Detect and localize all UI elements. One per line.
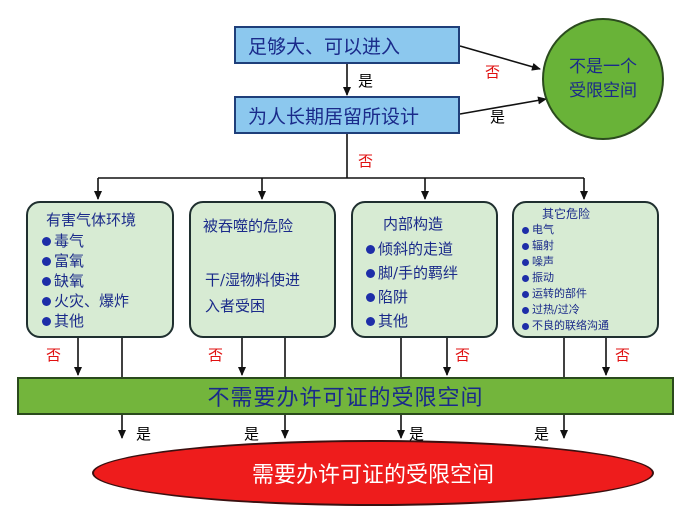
bullet-icon	[42, 256, 51, 266]
category-title: 内部构造	[383, 215, 444, 233]
list-item: 振动	[522, 270, 609, 286]
category-internal-configuration: 内部构造 倾斜的走道 脚/手的羁绊 陷阱 其他	[351, 201, 498, 338]
bullet-icon	[522, 242, 529, 250]
question-box-large-enough: 足够大、可以进入	[234, 26, 460, 64]
yes-label: 是	[244, 425, 260, 443]
yes-label: 是	[136, 425, 152, 443]
bullet-icon	[522, 226, 529, 234]
category-other-hazards: 其它危险 电气 辐射 噪声 振动 运转的部件 过热/过冷 不良的联络沟通	[512, 201, 659, 338]
bullet-icon	[42, 276, 51, 286]
no-label: 否	[455, 346, 471, 364]
category-title: 有害气体环境	[46, 211, 137, 229]
list-item: 过热/过冷	[522, 302, 609, 318]
no-label: 否	[485, 63, 501, 81]
category-hazardous-atmosphere: 有害气体环境 毒气 富氧 缺氧 火灾、爆炸 其他	[26, 201, 174, 338]
category-engulfment: 被吞噬的危险 干/湿物料使进 入者受困	[189, 201, 336, 338]
bullet-icon	[522, 274, 529, 282]
list-item: 陷阱	[366, 285, 458, 309]
no-label: 否	[208, 346, 224, 364]
list-item: 不良的联络沟通	[522, 318, 609, 334]
bullet-icon	[366, 244, 375, 254]
list-item: 倾斜的走道	[366, 237, 458, 261]
category-desc-line2: 入者受困	[205, 297, 266, 315]
question-box-designed-for-occupancy: 为人长期居留所设计	[234, 96, 460, 134]
yes-label: 是	[358, 72, 374, 90]
bullet-icon	[42, 296, 51, 306]
non-permit-space-bar: 不需要办许可证的受限空间	[17, 377, 674, 415]
list-item: 脚/手的羁绊	[366, 261, 458, 285]
bullet-icon	[366, 268, 375, 278]
bullet-icon	[522, 306, 529, 314]
bullet-icon	[366, 292, 375, 302]
yes-label: 是	[534, 425, 550, 443]
permit-required-space-ellipse: 需要办许可证的受限空间	[92, 440, 654, 506]
yes-label: 是	[490, 108, 506, 126]
category-title: 被吞噬的危险	[203, 217, 294, 235]
bullet-icon	[522, 290, 529, 298]
list-item: 其他	[42, 311, 129, 331]
list-item: 毒气	[42, 231, 129, 251]
list-item: 火灾、爆炸	[42, 291, 129, 311]
no-label: 否	[358, 152, 374, 170]
list-item: 缺氧	[42, 271, 129, 291]
category-desc-line1: 干/湿物料使进	[205, 271, 301, 289]
list-item: 电气	[522, 222, 609, 238]
list-item: 其他	[366, 309, 458, 333]
bullet-icon	[522, 258, 529, 266]
list-item: 噪声	[522, 254, 609, 270]
category-title: 其它危险	[542, 207, 591, 221]
yes-label: 是	[409, 425, 425, 443]
circle-text-line1: 不是一个	[569, 57, 637, 77]
no-label: 否	[46, 346, 62, 364]
list-item: 辐射	[522, 238, 609, 254]
bullet-icon	[42, 236, 51, 246]
circle-text-line2: 受限空间	[569, 81, 637, 101]
list-item: 富氧	[42, 251, 129, 271]
no-label: 否	[615, 346, 631, 364]
not-confined-space-circle: 不是一个 受限空间	[542, 18, 664, 140]
list-item: 运转的部件	[522, 286, 609, 302]
bullet-icon	[366, 316, 375, 326]
bullet-icon	[522, 322, 529, 330]
bullet-icon	[42, 316, 51, 326]
